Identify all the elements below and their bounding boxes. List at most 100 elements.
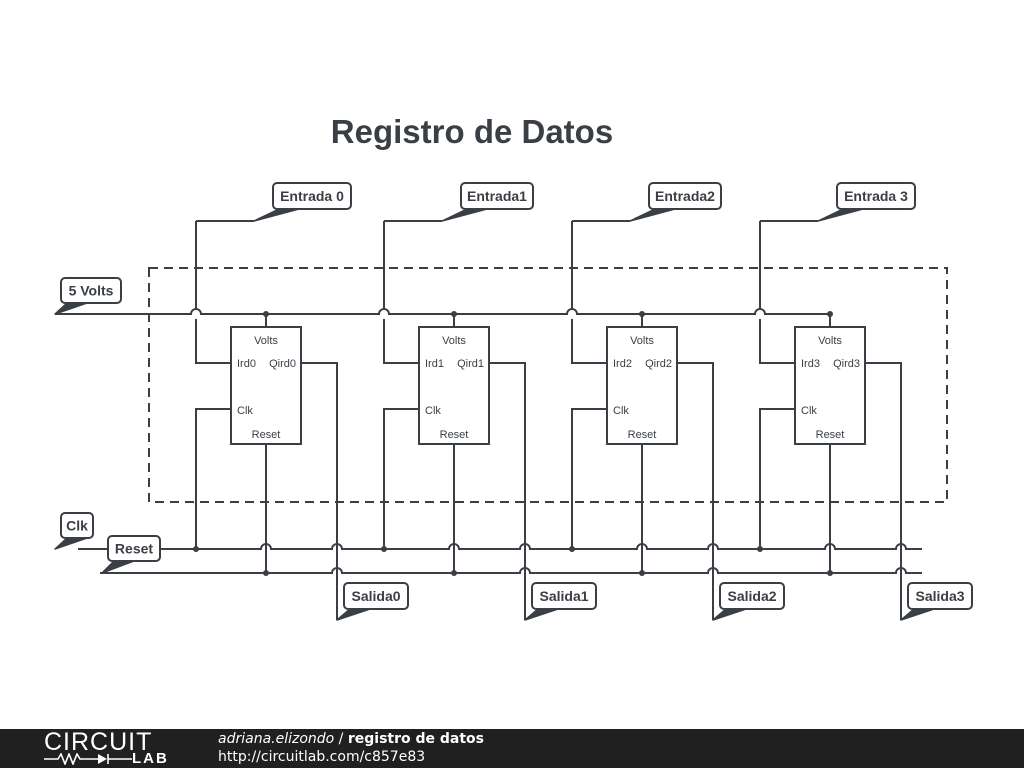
net-label-pointer <box>54 302 88 315</box>
net-label-text: Salida2 <box>727 588 776 604</box>
clk-wire <box>759 408 795 549</box>
pin-clk-label: Clk <box>425 405 441 417</box>
pin-output-label: Qird2 <box>645 358 672 370</box>
net-label-box <box>60 512 94 539</box>
net-label-pointer <box>524 608 559 621</box>
pin-reset-label: Reset <box>816 429 845 441</box>
pin-volts-label: Volts <box>818 335 842 347</box>
footer-project-title[interactable]: registro de datos <box>347 731 485 747</box>
footer-credit: adriana.elizondo / registro de datos <box>218 731 484 747</box>
pin-input-label: Ird1 <box>425 358 444 370</box>
pin-reset-label: Reset <box>628 429 657 441</box>
net-label-box <box>343 582 409 610</box>
pin-clk-label: Clk <box>801 405 817 417</box>
output-net-label: Salida2 <box>712 582 785 621</box>
clk-rail <box>78 543 922 550</box>
junction-dot <box>263 311 269 317</box>
output-wire <box>301 362 338 620</box>
clk-wire <box>383 408 419 549</box>
pin-output-label: Qird1 <box>457 358 484 370</box>
junction-dot <box>193 546 199 552</box>
net-label-text: Entrada1 <box>467 188 527 204</box>
input-wire <box>571 221 607 364</box>
junction-dot <box>263 570 269 576</box>
net-label-text: Entrada 3 <box>844 188 908 204</box>
net-label-box <box>272 182 352 210</box>
enclosure-dashed <box>148 267 948 503</box>
input-wire <box>759 221 795 364</box>
logo-circuit-text: CIRCUIT <box>44 728 153 756</box>
pin-output-label: Qird3 <box>833 358 860 370</box>
pin-volts-label: Volts <box>254 335 278 347</box>
junction-dot <box>639 311 645 317</box>
output-net-label: Salida3 <box>900 582 973 621</box>
output-net-label: Salida0 <box>336 582 409 621</box>
clk-wire <box>195 408 231 549</box>
net-label-box <box>460 182 534 210</box>
net-label-pointer <box>712 608 747 621</box>
diagram-title: Registro de Datos <box>331 113 613 150</box>
pin-output-label: Qird0 <box>269 358 296 370</box>
output-wire <box>489 362 526 620</box>
pin-input-label: Ird3 <box>801 358 820 370</box>
junction-dot <box>757 546 763 552</box>
net-label-pointer <box>441 208 488 222</box>
junction-dot <box>451 311 457 317</box>
pin-reset-label: Reset <box>252 429 281 441</box>
footer-separator: / <box>334 731 348 747</box>
output-wire <box>865 362 902 620</box>
net-label-pointer <box>817 208 864 222</box>
pin-input-label: Ird2 <box>613 358 632 370</box>
net-label-text: Entrada 0 <box>280 188 344 204</box>
net-label-box <box>907 582 973 610</box>
register-block-body <box>606 326 678 445</box>
footer-author[interactable]: adriana.elizondo <box>218 731 335 747</box>
circuitlab-logo: CIRCUIT LAB <box>40 729 180 768</box>
net-label-text: Clk <box>66 518 88 534</box>
net-label-box <box>107 535 161 562</box>
input-net-label: Entrada 3 <box>817 182 916 222</box>
register-block-body <box>794 326 866 445</box>
net-label-text: 5 Volts <box>69 283 114 299</box>
footer-bar: CIRCUIT LAB adriana.elizondo / registro … <box>0 729 1024 768</box>
net-label-pointer <box>629 208 676 222</box>
junction-dot <box>827 311 833 317</box>
junction-dot <box>569 546 575 552</box>
pin-input-label: Ird0 <box>237 358 256 370</box>
net-label-text: Salida3 <box>915 588 964 604</box>
net-label-box <box>60 277 122 304</box>
net-label-box <box>648 182 722 210</box>
net-label-pointer <box>336 608 371 621</box>
footer-url[interactable]: http://circuitlab.com/c857e83 <box>218 749 426 765</box>
input-net-label: Entrada 0 <box>253 182 352 222</box>
input-net-label: Entrada1 <box>441 182 534 222</box>
junction-dot <box>827 570 833 576</box>
net-label-text: Reset <box>115 541 153 557</box>
logo-lab-text: LAB <box>132 750 169 767</box>
net-label-pointer <box>54 537 88 550</box>
net-label-text: Entrada2 <box>655 188 715 204</box>
junction-dot <box>451 570 457 576</box>
net-label-box <box>531 582 597 610</box>
junction-dot <box>639 570 645 576</box>
net-label-text: Salida1 <box>539 588 588 604</box>
reset-net-label: Reset <box>101 535 161 574</box>
net-label-box <box>836 182 916 210</box>
register-block-body <box>418 326 490 445</box>
pin-reset-label: Reset <box>440 429 469 441</box>
input-wire <box>383 221 419 364</box>
input-net-label: Entrada2 <box>629 182 722 222</box>
input-wire <box>195 221 231 364</box>
resistor-diode-icon <box>44 753 132 765</box>
pin-clk-label: Clk <box>613 405 629 417</box>
net-label-pointer <box>101 560 135 574</box>
pin-volts-label: Volts <box>442 335 466 347</box>
net-label-text: Salida0 <box>351 588 400 604</box>
output-wire <box>677 362 714 620</box>
net-label-box <box>719 582 785 610</box>
